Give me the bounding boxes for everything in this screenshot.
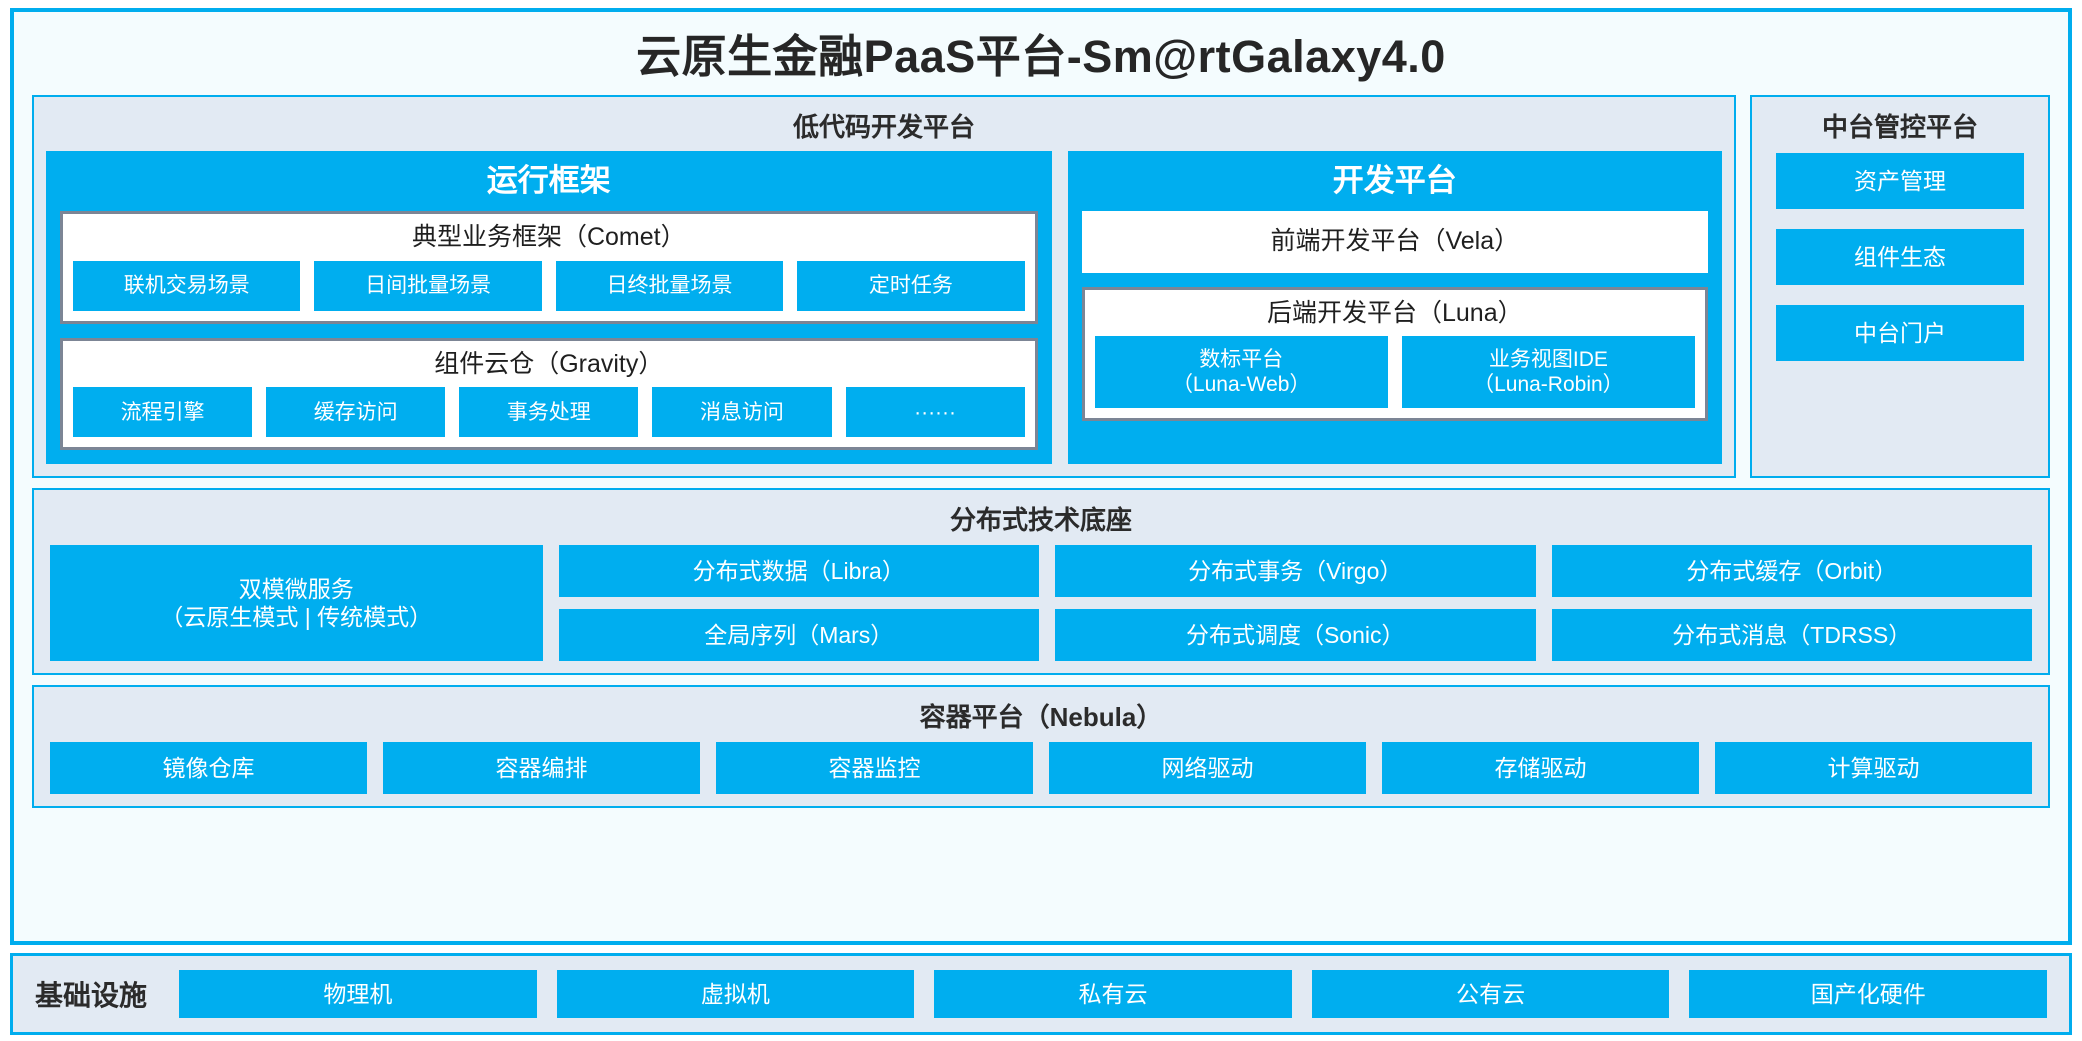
dist-item-dual-mode-microservice[interactable]: 双模微服务 （云原生模式 | 传统模式） (50, 545, 543, 662)
page-title: 云原生金融PaaS平台-Sm@rtGalaxy4.0 (636, 31, 1446, 82)
luna-backend-title: 后端开发平台（Luna） (1266, 298, 1523, 327)
dev-platform-heading: 开发平台 (1332, 163, 1457, 199)
dist-column-1: 分布式数据（Libra） 全局序列（Mars） (558, 545, 1039, 662)
luna-items: 数标平台 （Luna-Web） 业务视图IDE （Luna-Robin） (1094, 336, 1695, 409)
luna-backend-card: 后端开发平台（Luna） 数标平台 （Luna-Web） 业务视图IDE （Lu… (1081, 286, 1708, 422)
mgmt-item-portal[interactable]: 中台门户 (1776, 305, 2024, 362)
infra-item-physical-machine[interactable]: 物理机 (179, 970, 537, 1018)
runtime-framework-heading: 运行框架 (486, 163, 611, 199)
container-item-compute-driver[interactable]: 计算驱动 (1715, 741, 2032, 794)
dist-item-virgo[interactable]: 分布式事务（Virgo） (1055, 545, 1536, 598)
mgmt-item-list: 资产管理 组件生态 中台门户 (1764, 151, 2036, 367)
dev-platform-column: 开发平台 前端开发平台（Vela） 后端开发平台（Luna） 数标平台 （Lun… (1067, 151, 1722, 465)
distributed-base-panel: 分布式技术底座 双模微服务 （云原生模式 | 传统模式） 分布式数据（Libra… (32, 488, 2050, 676)
gravity-item-message-access[interactable]: 消息访问 (652, 387, 832, 438)
container-item-monitoring[interactable]: 容器监控 (716, 741, 1033, 794)
dist-item-tdrss[interactable]: 分布式消息（TDRSS） (1551, 609, 2032, 662)
container-item-orchestration[interactable]: 容器编排 (383, 741, 700, 794)
container-platform-panel: 容器平台（Nebula） 镜像仓库 容器编排 容器监控 网络驱动 存储驱动 计算… (32, 685, 2050, 808)
infra-item-private-cloud[interactable]: 私有云 (934, 970, 1292, 1018)
comet-title: 典型业务框架（Comet） (411, 223, 686, 252)
infra-item-virtual-machine[interactable]: 虚拟机 (556, 970, 915, 1018)
comet-item-scheduled-task[interactable]: 定时任务 (797, 260, 1025, 311)
infra-item-domestic-hardware[interactable]: 国产化硬件 (1689, 970, 2047, 1018)
mgmt-item-component-ecosystem[interactable]: 组件生态 (1776, 229, 2024, 286)
frame-body: 低代码开发平台 运行框架 典型业务框架（Comet） 联机交易场景 日间批量场景… (32, 94, 2050, 925)
runtime-framework-column: 运行框架 典型业务框架（Comet） 联机交易场景 日间批量场景 日终批量场景 … (46, 151, 1052, 465)
mgmt-item-asset-management[interactable]: 资产管理 (1776, 153, 2024, 210)
comet-item-eod-batch[interactable]: 日终批量场景 (555, 260, 784, 311)
luna-item-luna-web[interactable]: 数标平台 （Luna-Web） (1094, 336, 1388, 409)
gravity-card: 组件云仓（Gravity） 流程引擎 缓存访问 事务处理 消息访问 ······ (60, 337, 1038, 451)
dist-item-mars[interactable]: 全局序列（Mars） (558, 609, 1039, 662)
mgmt-platform-panel: 中台管控平台 资产管理 组件生态 中台门户 (1750, 94, 2050, 479)
container-platform-title: 容器平台（Nebula） (919, 702, 1163, 733)
container-platform-grid: 镜像仓库 容器编排 容器监控 网络驱动 存储驱动 计算驱动 (46, 741, 2036, 794)
dist-item-sonic[interactable]: 分布式调度（Sonic） (1055, 609, 1536, 662)
container-item-image-registry[interactable]: 镜像仓库 (50, 741, 367, 794)
dist-column-3: 分布式缓存（Orbit） 分布式消息（TDRSS） (1551, 545, 2032, 662)
luna-item-luna-robin[interactable]: 业务视图IDE （Luna-Robin） (1401, 336, 1695, 409)
infrastructure-bar: 基础设施 物理机 虚拟机 私有云 公有云 国产化硬件 (10, 953, 2072, 1035)
comet-item-intraday-batch[interactable]: 日间批量场景 (314, 260, 542, 311)
vela-frontend-card[interactable]: 前端开发平台（Vela） (1081, 211, 1708, 273)
distributed-base-title: 分布式技术底座 (949, 505, 1132, 536)
lowcode-platform-panel: 低代码开发平台 运行框架 典型业务框架（Comet） 联机交易场景 日间批量场景… (32, 94, 1736, 479)
container-item-storage-driver[interactable]: 存储驱动 (1382, 741, 1699, 794)
comet-item-online-txn[interactable]: 联机交易场景 (73, 260, 301, 311)
comet-items: 联机交易场景 日间批量场景 日终批量场景 定时任务 (73, 260, 1025, 311)
infra-item-public-cloud[interactable]: 公有云 (1311, 970, 1670, 1018)
dist-item-orbit[interactable]: 分布式缓存（Orbit） (1551, 545, 2032, 598)
gravity-item-more[interactable]: ······ (845, 387, 1025, 438)
platform-frame: 云原生金融PaaS平台-Sm@rtGalaxy4.0 低代码开发平台 运行框架 … (10, 8, 2072, 945)
lowcode-platform-title: 低代码开发平台 (792, 111, 975, 142)
top-row: 低代码开发平台 运行框架 典型业务框架（Comet） 联机交易场景 日间批量场景… (32, 94, 2050, 479)
container-item-network-driver[interactable]: 网络驱动 (1049, 741, 1366, 794)
lowcode-inner: 运行框架 典型业务框架（Comet） 联机交易场景 日间批量场景 日终批量场景 … (46, 151, 1722, 465)
gravity-title: 组件云仓（Gravity） (434, 349, 664, 378)
distributed-base-grid: 双模微服务 （云原生模式 | 传统模式） 分布式数据（Libra） 全局序列（M… (46, 545, 2036, 662)
gravity-item-process-engine[interactable]: 流程引擎 (73, 387, 253, 438)
gravity-item-cache-access[interactable]: 缓存访问 (266, 387, 446, 438)
gravity-item-transaction[interactable]: 事务处理 (459, 387, 639, 438)
gravity-items: 流程引擎 缓存访问 事务处理 消息访问 ······ (73, 387, 1025, 438)
infrastructure-label: 基础设施 (35, 980, 148, 1011)
dist-item-libra[interactable]: 分布式数据（Libra） (558, 545, 1039, 598)
dist-column-2: 分布式事务（Virgo） 分布式调度（Sonic） (1055, 545, 1536, 662)
mgmt-platform-title: 中台管控平台 (1821, 111, 1978, 142)
comet-card: 典型业务框架（Comet） 联机交易场景 日间批量场景 日终批量场景 定时任务 (60, 211, 1038, 324)
